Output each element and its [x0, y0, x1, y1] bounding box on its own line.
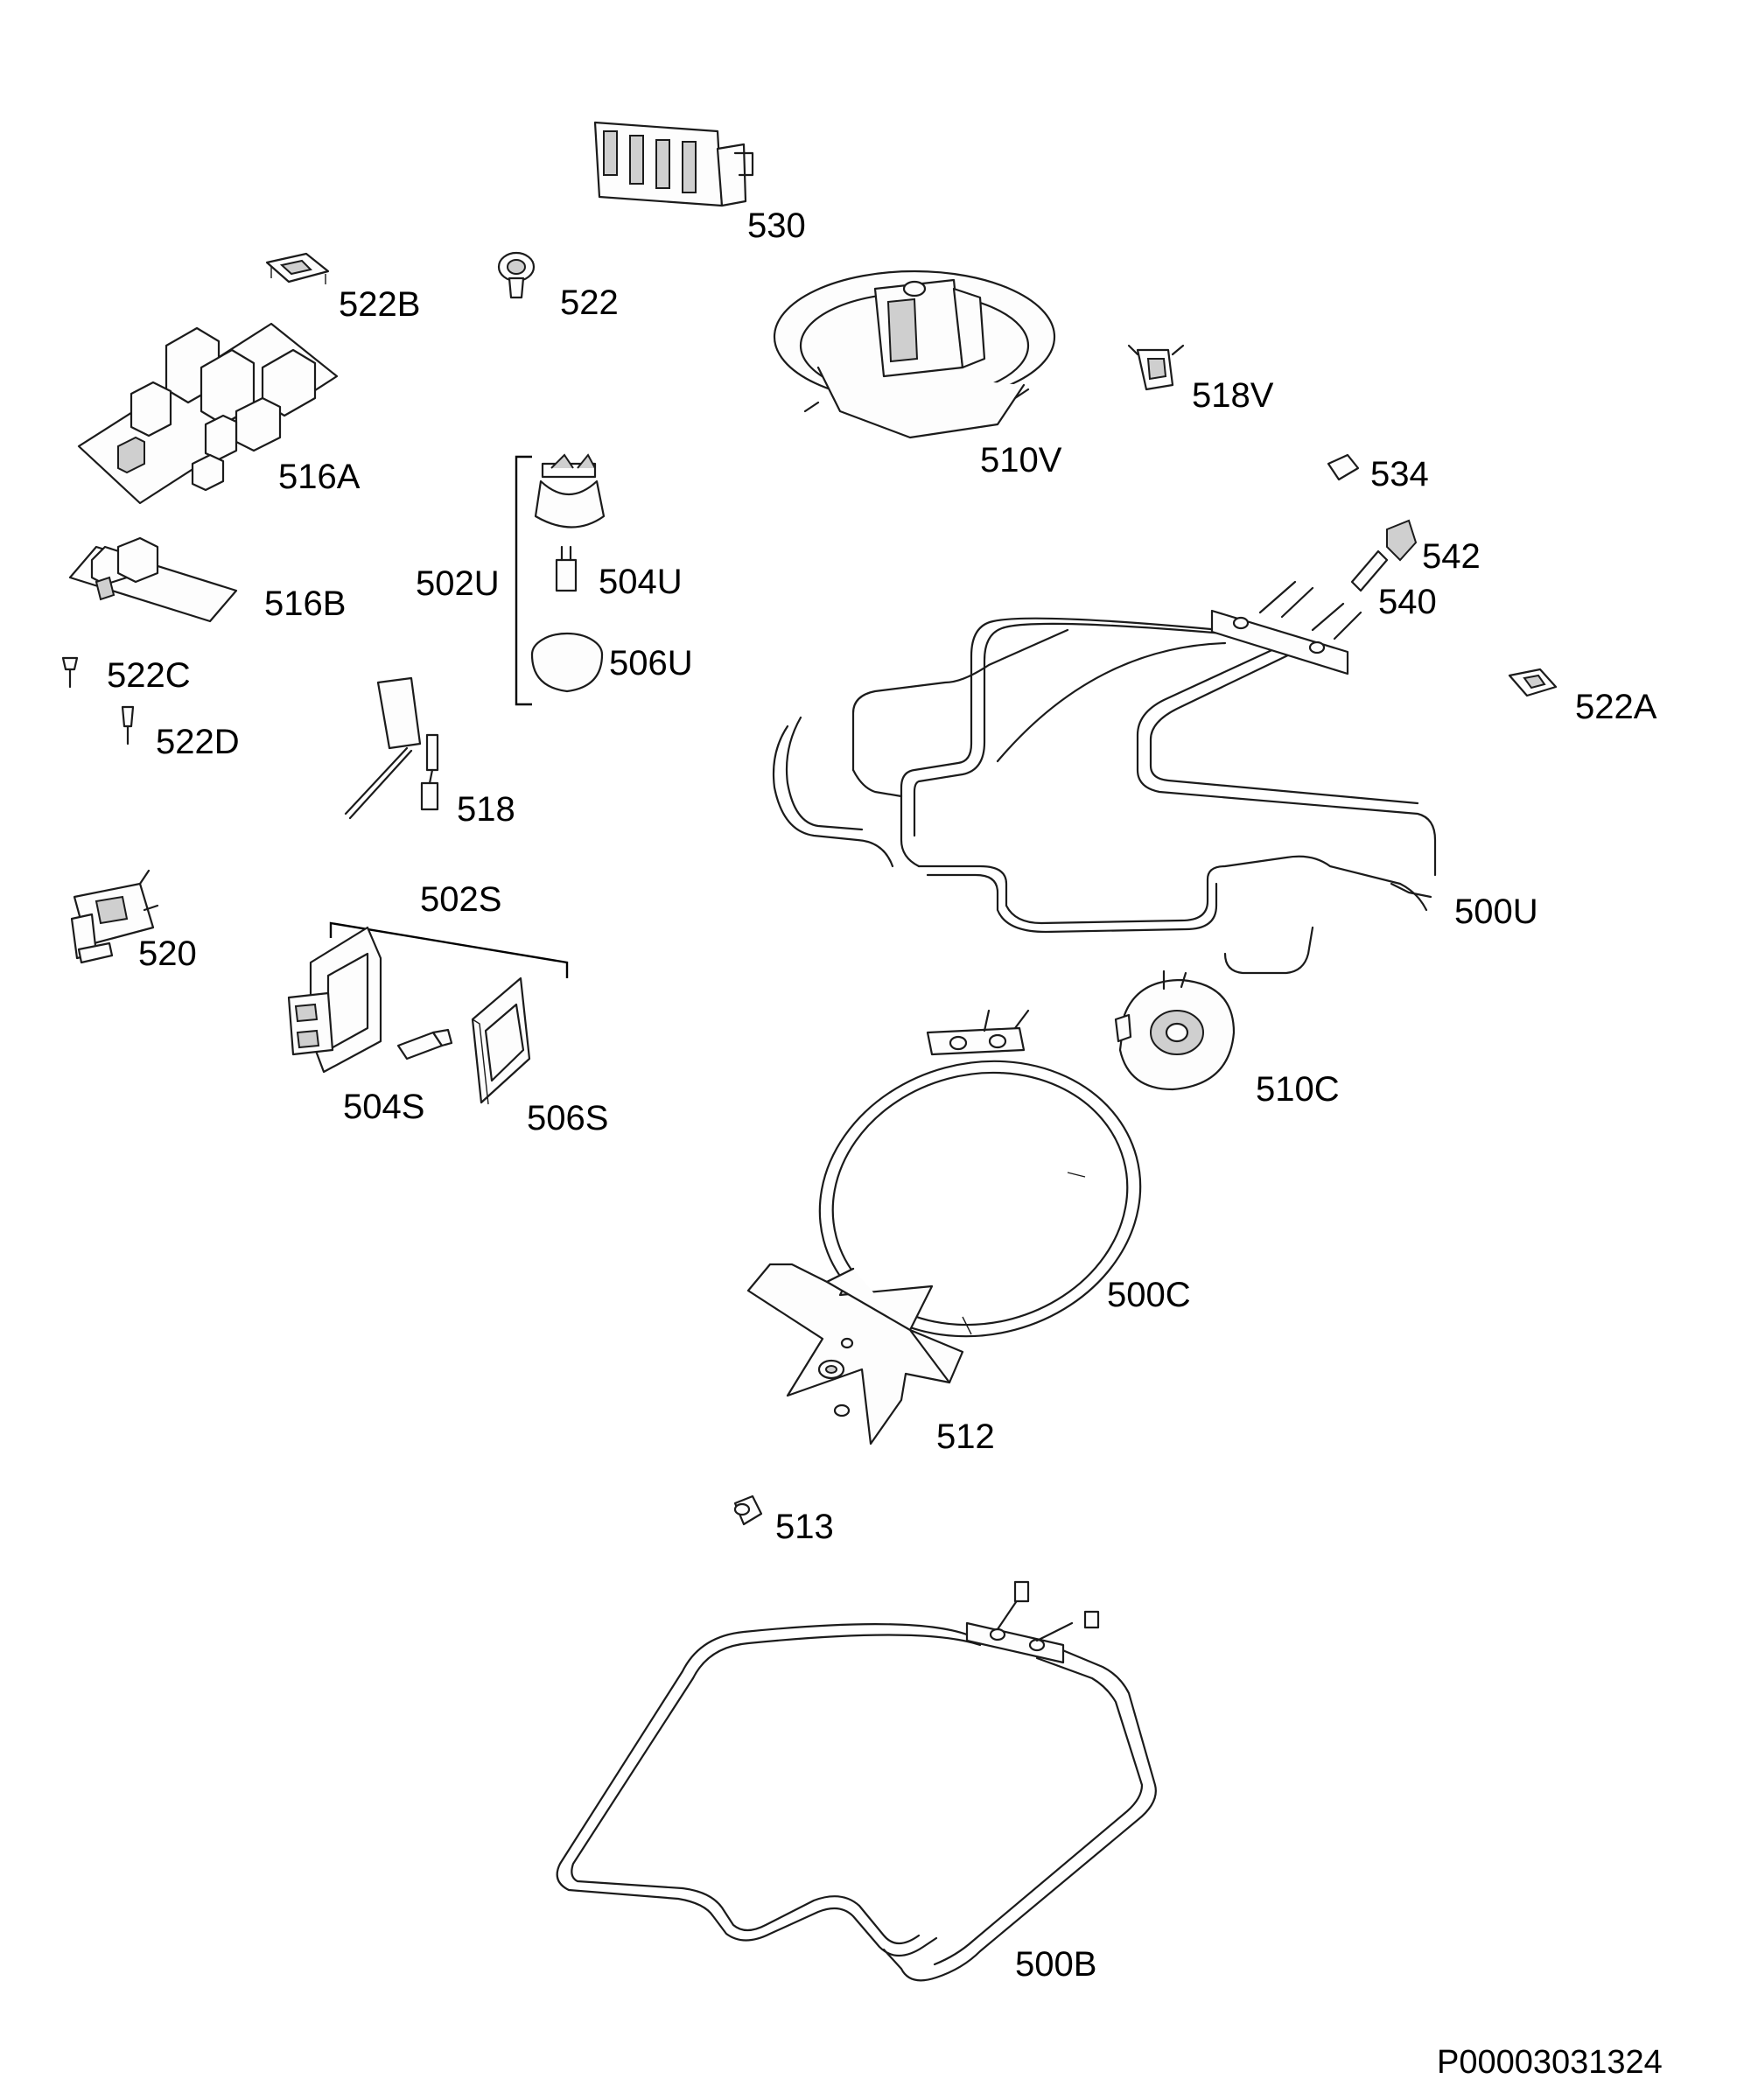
part-520-door-switch [70, 869, 159, 964]
label-506s: 506S [527, 1099, 609, 1138]
part-502u-lamp-holder [534, 453, 606, 528]
label-522c: 522C [107, 656, 191, 695]
part-510c-fan-motor [1114, 970, 1236, 1091]
label-522a: 522A [1575, 688, 1657, 726]
part-518-probe [344, 676, 439, 820]
part-500c-ring-element [818, 1009, 1142, 1338]
document-id: P00003031324 [1437, 2044, 1663, 2081]
part-500u-grill-element [772, 580, 1437, 975]
label-522b: 522B [339, 285, 421, 324]
label-518v: 518V [1192, 376, 1274, 415]
part-522d-fastener [121, 705, 135, 746]
label-522: 522 [560, 284, 619, 322]
group-502u-bracket [515, 455, 532, 706]
part-510v-fan-motor [773, 270, 1056, 439]
label-530: 530 [747, 206, 806, 245]
part-534 [1327, 453, 1360, 481]
label-510c: 510C [1256, 1070, 1340, 1109]
part-512-fan-blade [746, 1263, 964, 1446]
part-504s-bulb [396, 1028, 453, 1060]
label-504s: 504S [343, 1088, 425, 1126]
part-518v-sensor [1127, 344, 1185, 391]
group-502s-bracket [329, 921, 569, 978]
part-506u-lens [530, 632, 604, 693]
part-542 [1386, 519, 1418, 562]
label-510v: 510V [980, 441, 1062, 480]
label-516a: 516A [278, 458, 361, 496]
part-513-nut [733, 1494, 763, 1526]
part-522b-clip [265, 252, 330, 284]
label-540: 540 [1378, 583, 1437, 621]
label-513: 513 [775, 1508, 834, 1546]
label-504u: 504U [599, 563, 683, 601]
label-500c: 500C [1107, 1276, 1191, 1314]
part-522a-clip [1508, 668, 1558, 697]
label-516b: 516B [264, 584, 347, 623]
label-506u: 506U [609, 644, 693, 682]
label-502u: 502U [416, 564, 500, 603]
label-500u: 500U [1454, 892, 1538, 931]
part-502s-lamp-housing [287, 926, 382, 1074]
label-502s: 502S [420, 880, 502, 919]
part-516b-board [68, 536, 238, 623]
label-534: 534 [1370, 455, 1429, 494]
label-520: 520 [138, 934, 197, 973]
label-512: 512 [936, 1418, 995, 1456]
label-522d: 522D [156, 723, 240, 761]
part-500b-bottom-element [556, 1580, 1157, 1982]
part-522-clip [497, 251, 536, 299]
label-542: 542 [1422, 537, 1481, 576]
part-516a-control-board [77, 322, 339, 505]
part-540 [1350, 550, 1389, 592]
part-530-terminal-block [593, 121, 754, 207]
part-506s-lamp-cover [471, 976, 531, 1105]
part-522c-fastener [61, 656, 79, 689]
label-518: 518 [457, 790, 515, 829]
part-504u-bulb [555, 545, 578, 592]
label-500b: 500B [1015, 1945, 1097, 1984]
